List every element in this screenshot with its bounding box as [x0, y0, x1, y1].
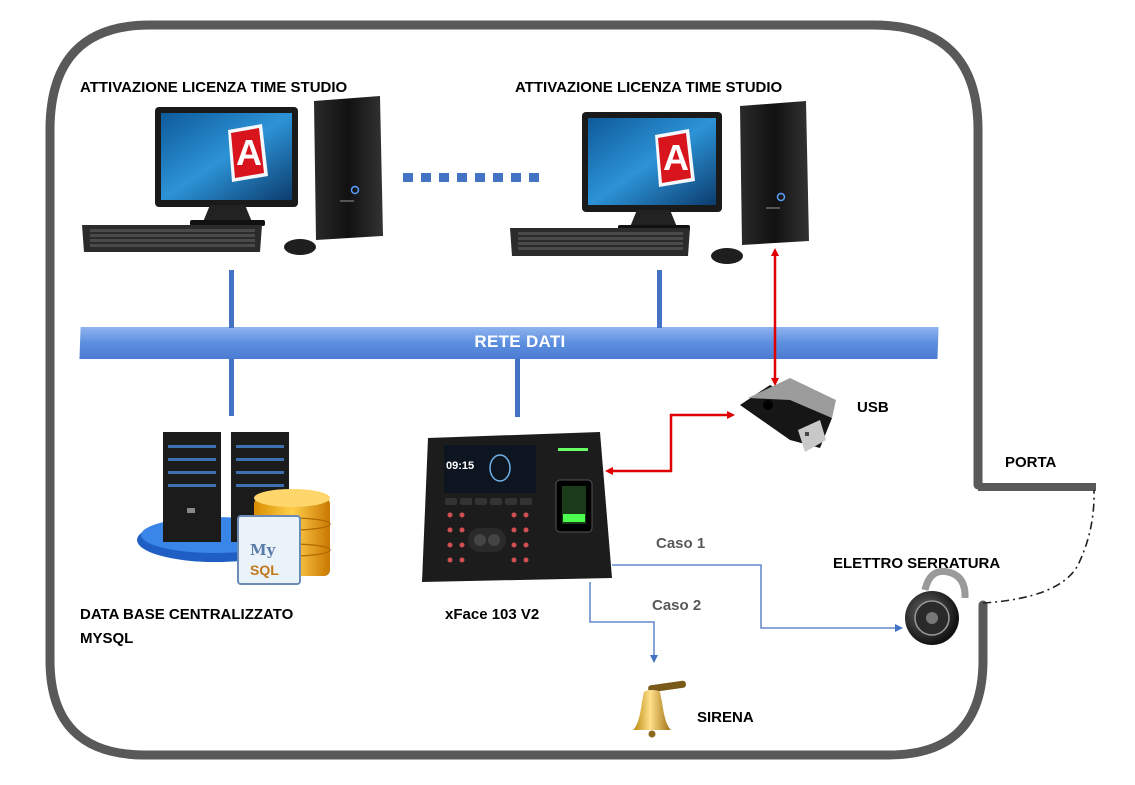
desktop-computer-icon [510, 101, 809, 264]
link-pc-left [229, 270, 234, 328]
database-label-line1: DATA BASE CENTRALIZZATO [80, 606, 294, 623]
database-label-line2: MYSQL [80, 630, 134, 647]
pc-right-title: ATTIVAZIONE LICENZA TIME STUDIO [515, 79, 783, 96]
device-clock: 09:15 [446, 460, 475, 472]
mysql-logo-my: My [250, 541, 276, 559]
case1-line [612, 564, 903, 632]
case1-label: Caso 1 [656, 535, 706, 552]
mysql-database-icon [237, 489, 331, 585]
usb-label: USB [857, 399, 889, 416]
device-label: xFace 103 V2 [445, 606, 540, 623]
data-bus [79, 327, 939, 359]
siren-label: SIRENA [697, 709, 754, 726]
mysql-logo-sql: SQL [250, 562, 279, 578]
link-database [229, 359, 234, 416]
pc-left-title: ATTIVAZIONE LICENZA TIME STUDIO [80, 79, 348, 96]
room-wall [45, 20, 988, 760]
combination-lock-icon [905, 567, 969, 645]
usb-drive-icon [740, 378, 836, 452]
door-swing-line [982, 489, 1095, 604]
time-studio-logo [655, 129, 695, 187]
face-terminal-icon [422, 432, 612, 582]
logo-letter-right: A [663, 137, 689, 178]
logo-letter-left: A [236, 132, 262, 173]
bus-label: RETE DATI [474, 332, 566, 351]
lock-label: ELETTRO SERRATURA [833, 555, 1001, 572]
door-label: PORTA [1005, 454, 1057, 471]
time-studio-logo [228, 124, 268, 182]
link-device [515, 359, 520, 417]
link-pc-right [657, 270, 662, 328]
bell-icon [633, 680, 686, 738]
usb-device-arrow [605, 411, 735, 475]
case2-line [589, 582, 658, 663]
case2-label: Caso 2 [652, 597, 702, 614]
pc-dots [403, 173, 539, 182]
